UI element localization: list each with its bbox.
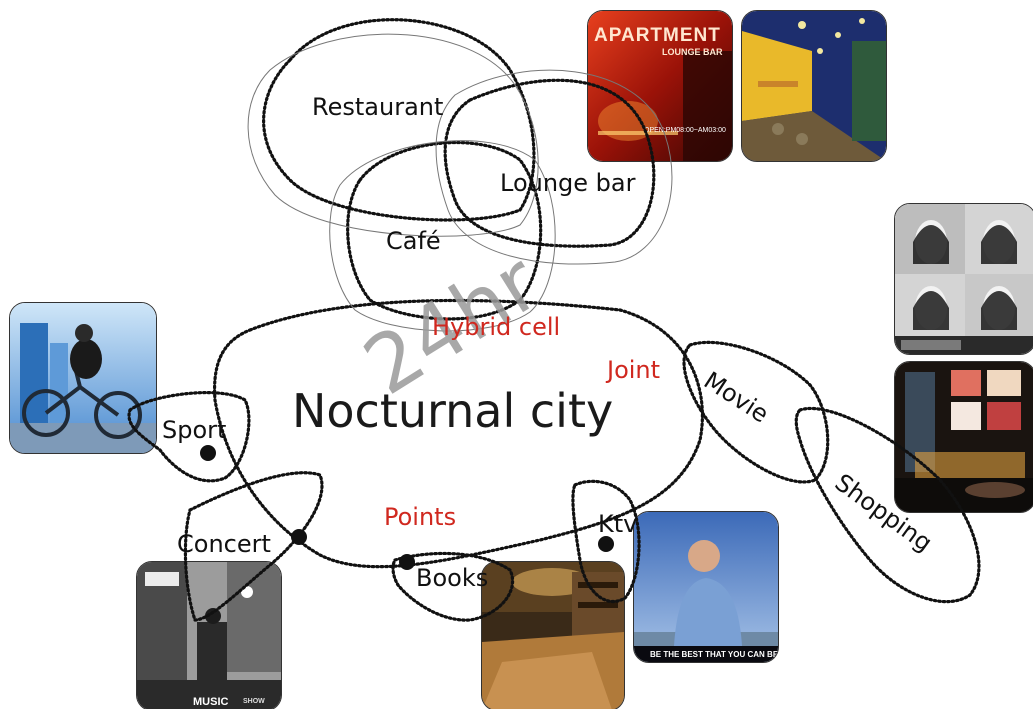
lounge-bar-label: Lounge bar <box>500 169 636 197</box>
ktv-singer-photo: BE THE BEST THAT YOU CAN BE! <box>633 511 779 663</box>
cyclist-sport-photo <box>9 302 157 454</box>
restaurant-cell <box>262 18 536 222</box>
apartment-lounge-bar-photo: APARTMENT LOUNGE BAR OPEN:PM08:00~AM03:0… <box>587 10 733 162</box>
show-caption-text: SHOW <box>243 698 265 705</box>
center-title: Nocturnal city <box>292 384 614 438</box>
concert-node <box>291 529 307 545</box>
books-cell <box>391 551 515 622</box>
concert-label: Concert <box>177 530 271 558</box>
concert-music-show-photo: MUSIC SHOW <box>136 561 282 709</box>
opening-hours-text: OPEN:PM08:00~AM03:00 <box>644 127 726 134</box>
books-node <box>399 554 415 570</box>
cafe-label: Café <box>386 227 441 255</box>
hybrid-cell-label: Hybrid cell <box>432 313 561 341</box>
restaurant-thin-outline <box>247 33 539 237</box>
concert-cell <box>183 471 324 622</box>
node-points <box>200 445 614 570</box>
ktv-node <box>598 536 614 552</box>
shopping-cell <box>794 406 981 604</box>
books-label: Books <box>416 564 489 592</box>
restaurant-label: Restaurant <box>312 93 444 121</box>
lounge-bar-thin-outline <box>435 69 673 265</box>
cafe-thin-outline <box>329 140 556 332</box>
points-label: Points <box>384 503 457 531</box>
music-caption-text: MUSIC <box>193 696 229 708</box>
ktv-caption-text: BE THE BEST THAT YOU CAN BE! <box>650 650 779 659</box>
cafe-terrace-painting-photo <box>741 10 887 162</box>
apartment-sign-text: APARTMENT <box>594 25 721 46</box>
bookstore-interior-photo <box>481 561 625 709</box>
sport-cell <box>127 390 251 483</box>
ktv-cell <box>571 479 641 604</box>
joint-label: Joint <box>607 356 661 384</box>
film-poster-photo <box>894 203 1033 355</box>
ktv-label: Ktv <box>598 510 638 538</box>
sport-label: Sport <box>162 416 227 444</box>
lounge-bar-cell <box>443 78 656 248</box>
sport-node <box>200 445 216 461</box>
nocturnal-city-cell <box>212 298 704 569</box>
lounge-bar-sign-text: LOUNGE BAR <box>662 47 723 57</box>
cafe-cell <box>346 141 543 321</box>
